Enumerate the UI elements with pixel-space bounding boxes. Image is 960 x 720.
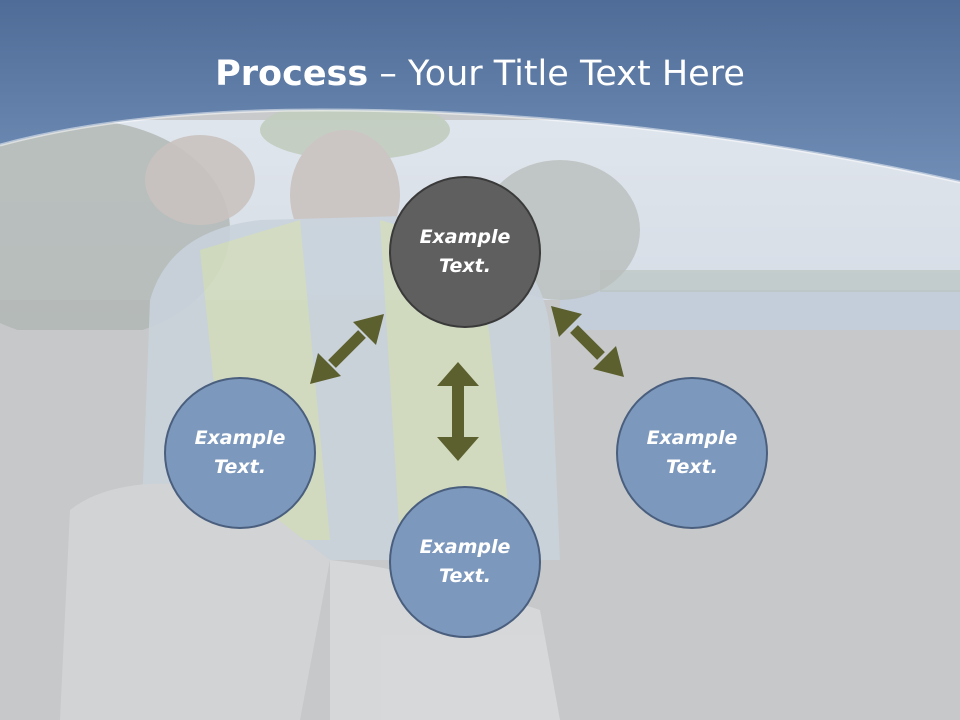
node-left: Example Text. bbox=[164, 377, 316, 529]
arrow-right-diagonal bbox=[551, 306, 624, 377]
node-right-line1: Example bbox=[646, 427, 738, 449]
node-left-line1: Example bbox=[194, 427, 286, 449]
node-right: Example Text. bbox=[616, 377, 768, 529]
node-left-line2: Text. bbox=[214, 456, 266, 478]
node-top: Example Text. bbox=[389, 176, 541, 328]
title-bold: Process bbox=[215, 54, 369, 94]
node-bottom-line2: Text. bbox=[439, 565, 491, 587]
node-bottom: Example Text. bbox=[389, 486, 541, 638]
node-right-line2: Text. bbox=[666, 456, 718, 478]
node-bottom-line1: Example bbox=[419, 536, 511, 558]
arrow-left-diagonal bbox=[310, 314, 384, 384]
title-rest: – Your Title Text Here bbox=[368, 54, 745, 94]
arrow-vertical bbox=[437, 362, 479, 461]
node-top-line1: Example bbox=[419, 226, 511, 248]
node-top-line2: Text. bbox=[439, 255, 491, 277]
slide-title: Process – Your Title Text Here bbox=[0, 52, 960, 96]
